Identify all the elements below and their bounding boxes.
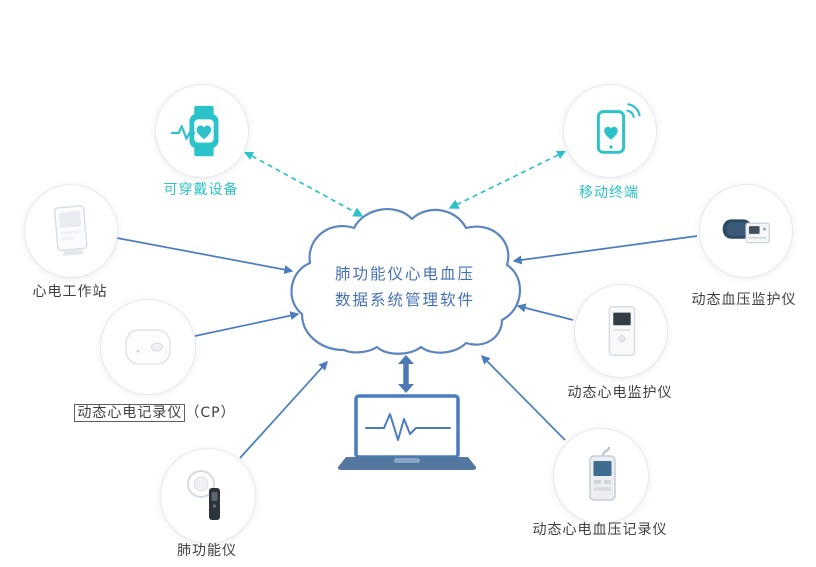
- arrow-wearable-cloud: [251, 155, 364, 217]
- spirometer-icon: [187, 470, 220, 520]
- connector-arrows-blue: [116, 235, 698, 459]
- ecg-monitor-icon: [608, 306, 636, 356]
- cloud-title-line2: 数据系统管理软件: [334, 291, 475, 309]
- laptop-icon: [337, 394, 477, 470]
- label-wearable: 可穿戴设备: [163, 182, 239, 198]
- smartphone-icon: [596, 103, 641, 154]
- node-ecg-monitor: [574, 284, 668, 378]
- label-mobile: 移动终端: [579, 185, 639, 201]
- label-abp-monitor: 动态血压监护仪: [691, 292, 797, 308]
- ecg-bp-recorder-icon: [589, 446, 616, 501]
- arrow-workstation-to-cloud: [116, 237, 294, 275]
- arrow-holter-to-cloud: [194, 311, 300, 337]
- arrow-ecgmonitor-to-cloud: [516, 303, 574, 321]
- smartwatch-icon: [171, 105, 219, 157]
- label-ecg-bp-recorder: 动态心电血压记录仪: [532, 522, 668, 538]
- ecg-workstation-icon: [53, 205, 88, 257]
- double-arrow-cloud-laptop: [398, 355, 414, 393]
- bp-monitor-icon: [722, 219, 770, 244]
- arrow-ecgbp-to-cloud: [481, 355, 566, 441]
- arrow-abp-to-cloud: [512, 235, 698, 265]
- label-ecg-workstation: 心电工作站: [32, 284, 108, 300]
- holter-recorder-icon: [125, 329, 171, 365]
- cloud-title-line1: 肺功能仪心电血压: [334, 265, 475, 283]
- node-wearable: [155, 84, 249, 178]
- label-holter-boxed: 动态心电记录仪: [74, 404, 186, 422]
- label-holter-suffix: （CP）: [185, 405, 236, 421]
- cloud-title: 肺功能仪心电血压 数据系统管理软件: [295, 261, 515, 313]
- connector-arrows-teal: [244, 151, 566, 217]
- label-spirometer: 肺功能仪: [177, 543, 237, 559]
- node-spirometer: [160, 448, 256, 544]
- arrowhead-mobile: [556, 151, 566, 159]
- node-mobile: [563, 84, 657, 178]
- arrow-spirometer-to-cloud: [239, 360, 328, 459]
- node-holter-recorder: [100, 299, 196, 395]
- arrowhead-wearable: [244, 152, 254, 160]
- node-abp-monitor: [699, 184, 793, 278]
- arrow-mobile-cloud: [448, 154, 559, 209]
- node-ecg-bp-recorder: [553, 428, 649, 524]
- label-ecg-monitor: 动态心电监护仪: [567, 385, 673, 401]
- label-holter-recorder: 动态心电记录仪（CP）: [70, 404, 240, 422]
- node-ecg-workstation: [24, 184, 118, 278]
- cloud-shape: [290, 208, 522, 355]
